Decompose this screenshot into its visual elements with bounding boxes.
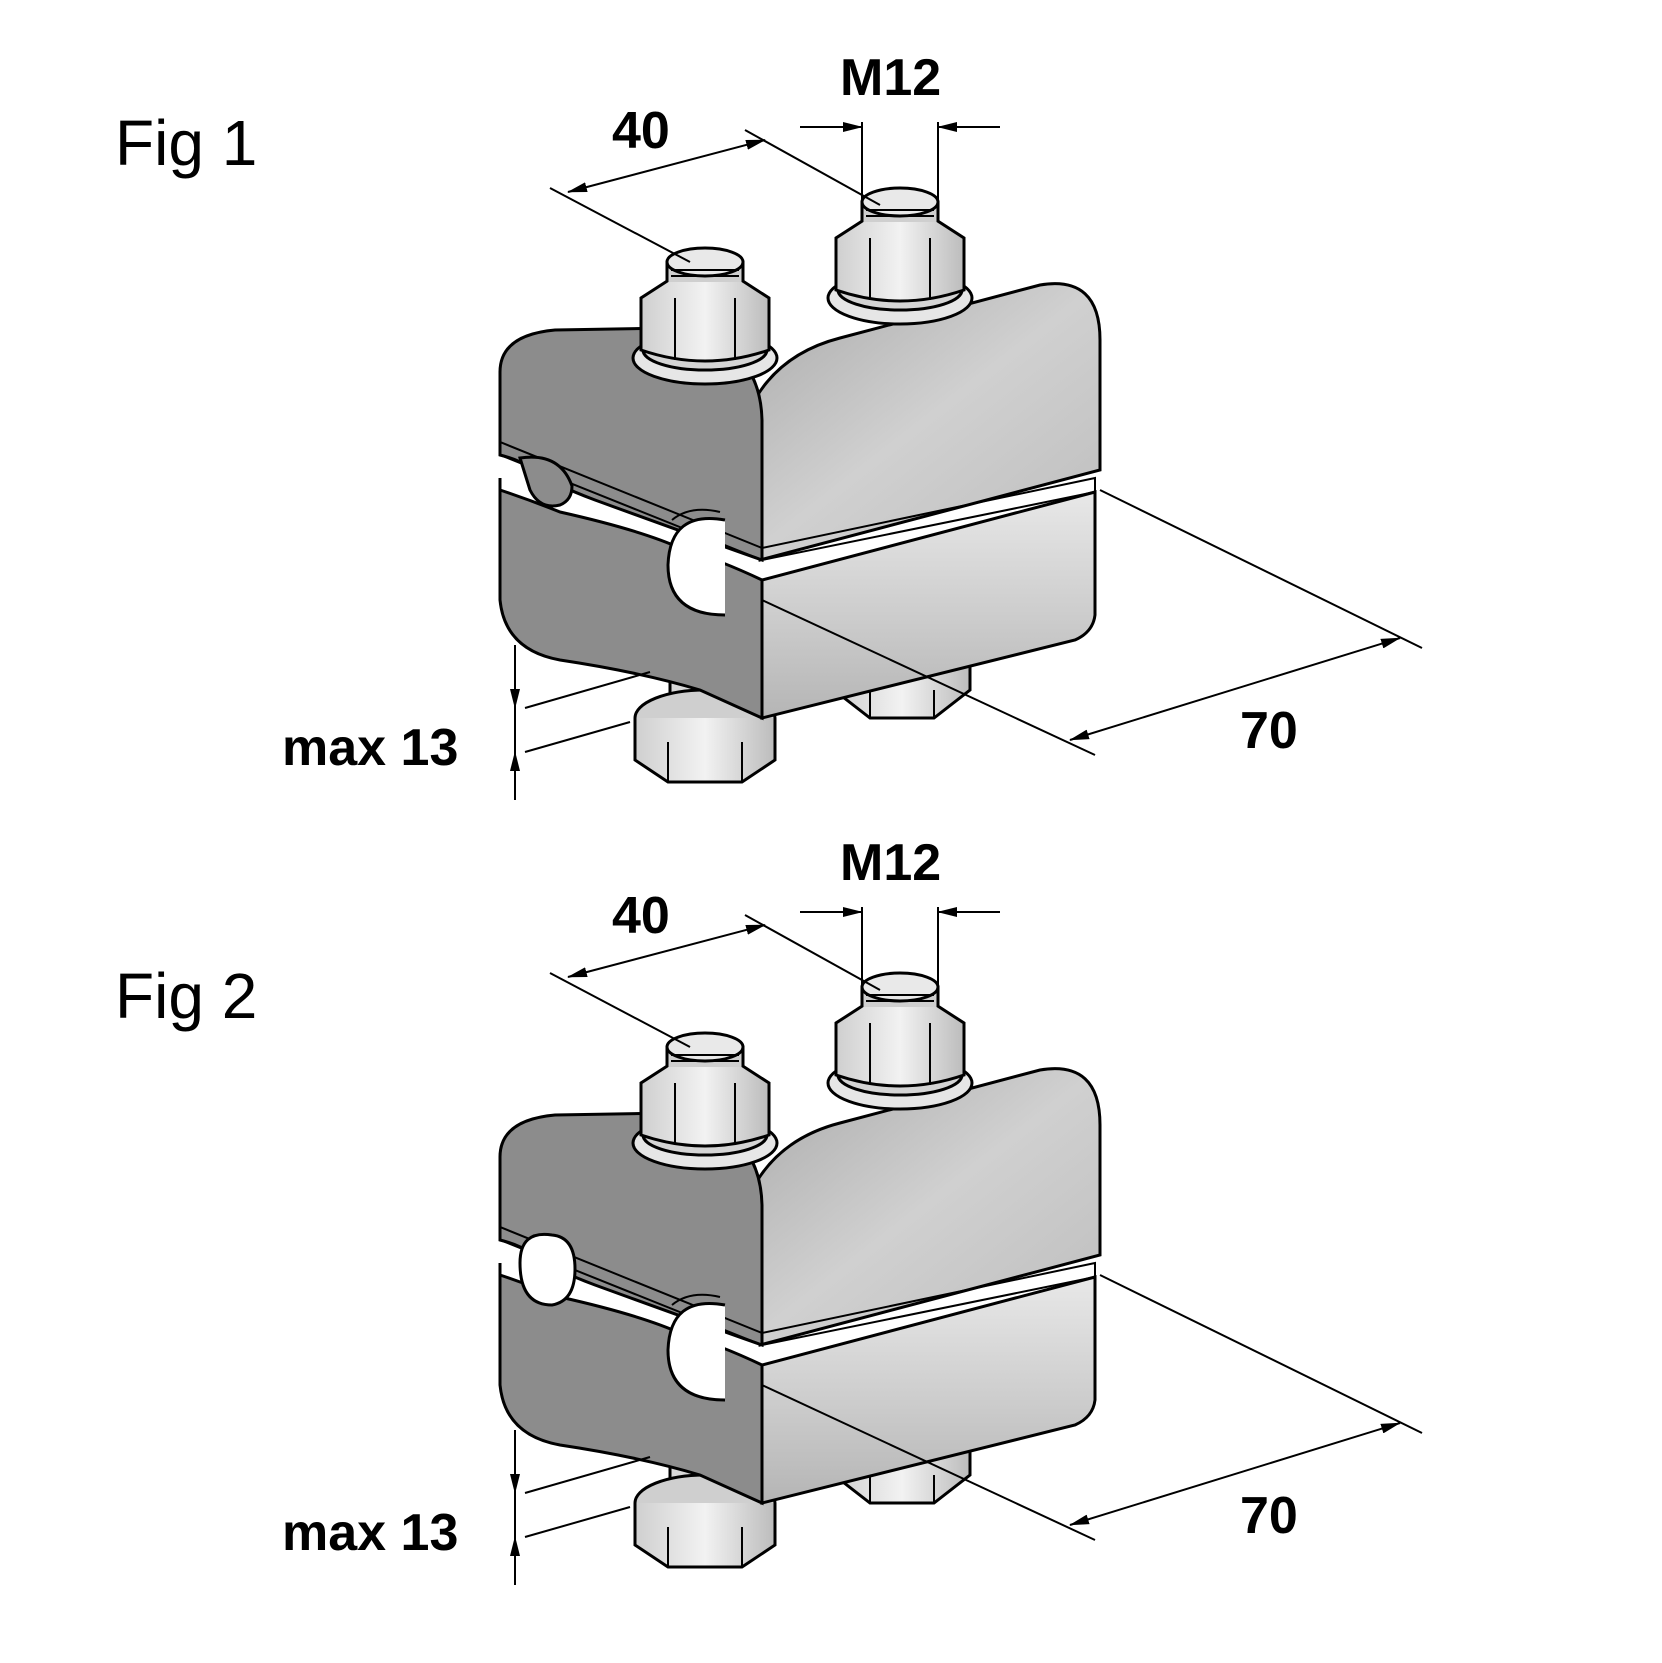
dim-thread: M12 — [840, 834, 941, 892]
second-hole-2 — [518, 1232, 577, 1307]
figure-1: Fig 1 40 M12 70 max 13 — [115, 49, 1422, 800]
clamp-1 — [500, 122, 1422, 800]
figure-label: Fig 1 — [115, 107, 257, 179]
dim-max-gap: max 13 — [282, 1504, 458, 1562]
figure-label: Fig 2 — [115, 960, 257, 1032]
dim-length: 70 — [1240, 702, 1298, 760]
dim-thread: M12 — [840, 49, 941, 107]
dim-max-gap: max 13 — [282, 719, 458, 777]
upper-groove-1 — [518, 455, 574, 508]
dim-spacing: 40 — [612, 887, 670, 945]
dim-length: 70 — [1240, 1487, 1298, 1545]
dim-spacing: 40 — [612, 102, 670, 160]
clamp-2 — [500, 907, 1422, 1585]
figure-2: Fig 2 40 M12 70 max 13 — [115, 834, 1422, 1585]
